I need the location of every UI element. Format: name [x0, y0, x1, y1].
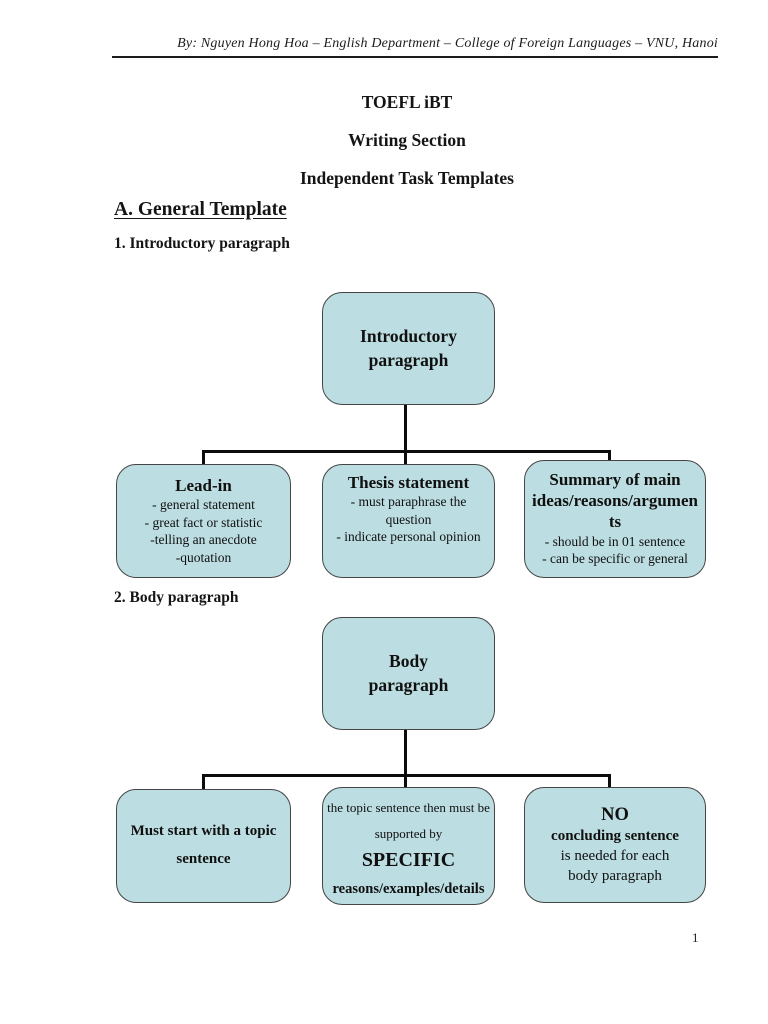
box-subhead: concluding sentence	[551, 827, 679, 844]
connector-line	[404, 405, 407, 467]
connector-line	[608, 450, 611, 464]
box-text: is needed for each body paragraph	[560, 847, 670, 885]
connector-line	[202, 774, 611, 777]
body-paragraph-diagram: Body paragraph Must start with a topic s…	[0, 615, 768, 910]
box-title: Thesis statement	[347, 473, 470, 492]
box-item: - great fact or statistic	[144, 514, 263, 530]
connector-line	[202, 450, 205, 466]
header-byline: By: Nguyen Hong Hoa – English Department…	[177, 36, 718, 51]
introductory-paragraph-diagram: Introductory paragraph Lead-in - general…	[0, 290, 768, 582]
flowchart-box-lead-in: Lead-in - general statement - great fact…	[116, 464, 291, 578]
subsection-heading-body-paragraph: 2. Body paragraph	[114, 589, 239, 606]
title-line-3: Independent Task Templates	[300, 168, 514, 188]
box-text: the topic sentence then must be supporte…	[327, 799, 490, 841]
box-title: Lead-in	[175, 475, 232, 495]
document-title-block: TOEFL iBT Writing Section Independent Ta…	[100, 93, 714, 207]
box-item: - general statement	[152, 497, 255, 513]
flowchart-root-label: Body paragraph	[368, 650, 449, 695]
title-line-2: Writing Section	[348, 130, 466, 150]
flowchart-box-thesis-statement: Thesis statement - must paraphrase the q…	[322, 464, 495, 578]
connector-line	[404, 730, 407, 791]
connector-line	[608, 774, 611, 789]
box-item: - should be in 01 sentence	[544, 533, 686, 549]
flowchart-root-label: Introductory paragraph	[360, 325, 457, 370]
page-header: By: Nguyen Hong Hoa – English Department…	[112, 36, 718, 58]
box-text: reasons/examples/details	[332, 880, 485, 897]
flowchart-box-topic-sentence: Must start with a topic sentence	[116, 789, 291, 903]
section-heading-general-template: A. General Template	[114, 199, 287, 220]
box-text: Must start with a topic sentence	[130, 823, 277, 867]
connector-line	[202, 450, 611, 453]
box-item: - indicate personal opinion	[336, 529, 481, 545]
box-title: Summary of main ideas/reasons/arguments	[532, 470, 698, 531]
box-item: - must paraphrase the question	[350, 494, 467, 527]
flowchart-box-summary: Summary of main ideas/reasons/arguments …	[524, 460, 706, 578]
flowchart-root-introductory-paragraph: Introductory paragraph	[322, 292, 495, 405]
subsection-heading-introductory-paragraph: 1. Introductory paragraph	[114, 235, 290, 252]
flowchart-box-specific-support: the topic sentence then must be supporte…	[322, 787, 495, 905]
title-line-1: TOEFL iBT	[361, 92, 453, 112]
page-number: 1	[692, 930, 699, 945]
flowchart-root-body-paragraph: Body paragraph	[322, 617, 495, 730]
box-item: -quotation	[175, 549, 232, 565]
box-item: - can be specific or general	[542, 551, 688, 567]
box-item: -telling an anecdote	[150, 532, 257, 548]
flowchart-box-no-concluding-sentence: NO concluding sentence is needed for eac…	[524, 787, 706, 903]
box-emphasis-text: SPECIFIC	[361, 848, 456, 871]
box-headline: NO	[601, 804, 629, 825]
connector-line	[202, 774, 205, 791]
